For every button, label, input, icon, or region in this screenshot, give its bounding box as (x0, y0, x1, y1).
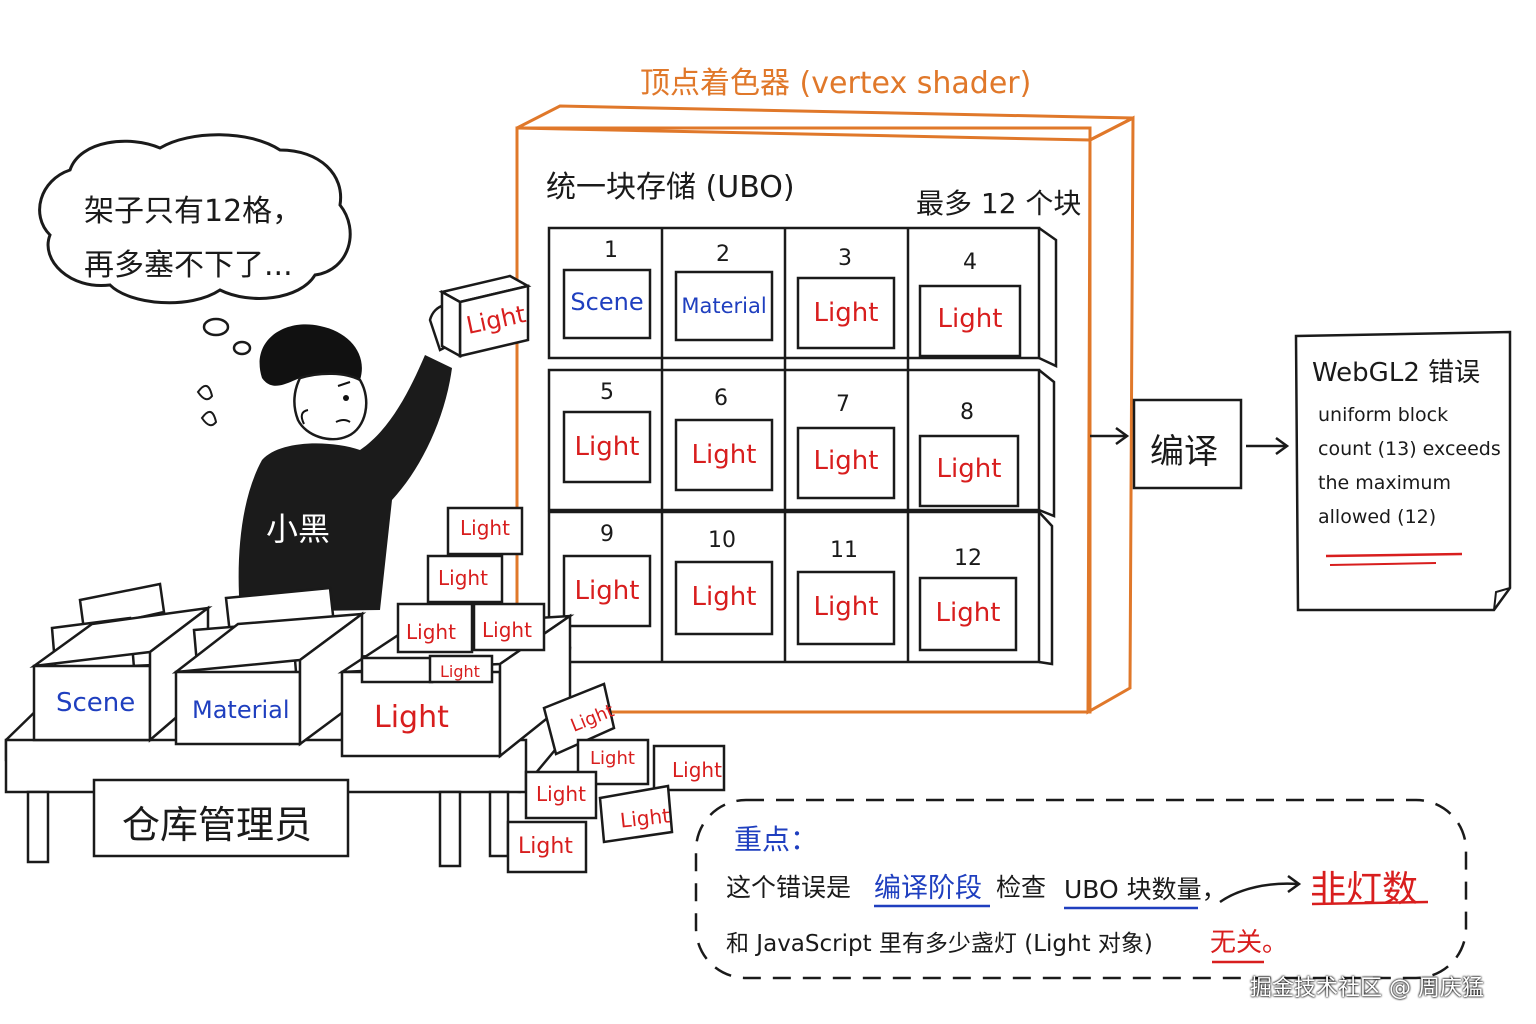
bin-scene (29, 582, 213, 743)
speech-cloud (38, 133, 352, 356)
slot-label-light: Light (691, 440, 757, 470)
slot-number: 6 (714, 386, 728, 411)
note-callout: 非灯数 (1310, 869, 1419, 910)
pile-box-label: Light (460, 516, 510, 540)
error-title: WebGL2 错误 (1312, 358, 1481, 388)
pile-box-label: Light (406, 620, 456, 644)
pile-box-label: Light (440, 662, 480, 681)
speech-line-2: 再多塞不下了... (84, 248, 293, 283)
arrow-to-compile (1090, 426, 1130, 446)
bin-label-scene: Scene (56, 688, 136, 718)
pile-box-label: Light (672, 758, 722, 782)
note-heading: 重点： (734, 823, 819, 856)
ubo-max-note: 最多 12 个块 (916, 187, 1082, 220)
note-line1-b: 编译阶段 (874, 873, 982, 904)
error-line: allowed (12) (1318, 506, 1437, 528)
bin-label-material: Material (192, 696, 290, 724)
slot-label-light: Light (813, 298, 879, 328)
slot-label-light: Light (813, 592, 879, 622)
pile-box-label: Light (438, 566, 488, 590)
slot-label-light: Light (574, 432, 640, 462)
slot-label-material: Material (681, 294, 767, 318)
note-line1-c: 检查 (996, 873, 1047, 902)
compile-box (1132, 398, 1243, 490)
note-underlines (874, 900, 1429, 964)
slot-label-light: Light (691, 582, 757, 612)
slot-label-light: Light (936, 454, 1002, 484)
error-paper (1294, 330, 1512, 612)
slot-label-light: Light (813, 446, 879, 476)
ubo-heading: 统一块存储 (UBO) (546, 170, 795, 205)
slot-number: 5 (600, 380, 614, 405)
slot-number: 3 (838, 246, 852, 271)
bin-material (171, 586, 367, 747)
slot-number: 10 (708, 528, 736, 553)
note-line1-d: UBO 块数量， (1064, 875, 1227, 904)
character-name: 小黑 (266, 510, 331, 548)
slot-number: 8 (960, 400, 974, 425)
table-sign: 仓库管理员 (122, 803, 313, 847)
pile-box-label: Light (536, 782, 586, 806)
slot-number: 2 (716, 242, 730, 267)
compile-label: 编译 (1150, 432, 1218, 472)
pile-box-label: Light (482, 618, 532, 642)
ubo-shelf (547, 226, 1058, 666)
pile-box-label: Light (518, 834, 573, 859)
note-line1-a: 这个错误是 (726, 873, 852, 902)
slot-label-light: Light (935, 598, 1001, 628)
speech-line-1: 架子只有12格， (84, 194, 303, 229)
arrow-to-error (1246, 436, 1290, 456)
pile-box-label: Light (590, 748, 635, 769)
bin-label-light: Light (374, 700, 449, 735)
vertex-shader-box (515, 104, 1135, 715)
note-arrow (1219, 874, 1302, 904)
error-line: uniform block (1318, 404, 1449, 426)
slot-label-light: Light (574, 576, 640, 606)
slot-number: 7 (836, 392, 850, 417)
error-line: count (13) exceeds (1318, 438, 1501, 460)
note-line2-a: 和 JavaScript 里有多少盏灯 (Light 对象) (726, 931, 1153, 957)
slot-label-scene: Scene (570, 288, 644, 316)
slot-number: 4 (963, 250, 977, 275)
error-line: the maximum (1318, 472, 1451, 494)
held-light-box (438, 274, 532, 359)
slot-number: 12 (954, 546, 982, 571)
slot-label-light: Light (937, 304, 1003, 334)
key-note-box (694, 798, 1468, 980)
slot-number: 1 (604, 238, 618, 263)
vertex-shader-title: 顶点着色器 (vertex shader) (640, 66, 1032, 101)
note-line2-b: 无关。 (1210, 928, 1289, 958)
slot-number: 9 (600, 522, 614, 547)
light-box-pile (360, 506, 726, 874)
character-xiaohei (196, 303, 462, 612)
watermark: 掘金技术社区 @ 周庆猛 (1250, 976, 1484, 1001)
slot-number: 11 (830, 538, 858, 563)
